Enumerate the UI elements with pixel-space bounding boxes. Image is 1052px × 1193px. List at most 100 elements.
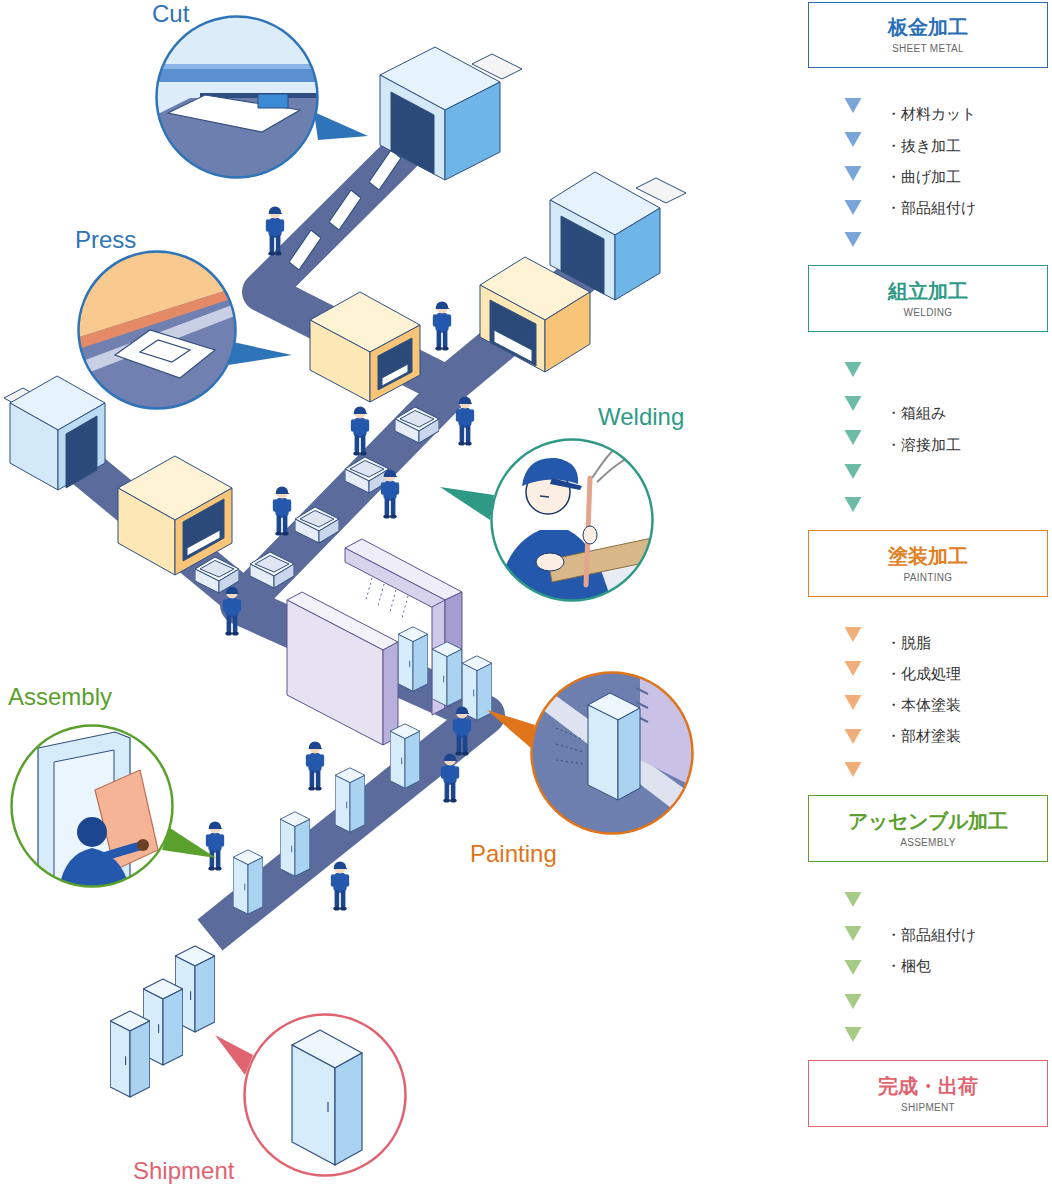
cutting-closeup — [150, 64, 330, 82]
assembly-closeup — [137, 839, 149, 851]
parts-on-belt — [295, 507, 339, 543]
cutting-machine — [615, 208, 660, 300]
cutting-machine — [445, 82, 500, 180]
cutting-closeup — [168, 95, 300, 132]
callout-outline — [530, 671, 694, 835]
spray-mist — [378, 584, 384, 606]
callout-pointer — [162, 828, 216, 858]
flow-arrow — [853, 332, 854, 530]
painting-closeup — [530, 670, 700, 840]
welding-closeup — [488, 430, 660, 606]
press-machine — [175, 488, 232, 575]
worker — [441, 753, 459, 802]
worker — [456, 396, 474, 445]
shipment-closeup — [335, 1053, 362, 1165]
parts-on-belt — [289, 230, 321, 270]
painting-closeup — [556, 744, 584, 752]
parts-on-belt — [395, 407, 439, 443]
press-machine — [118, 456, 232, 575]
press-closeup — [115, 330, 215, 378]
parts-on-belt — [250, 552, 294, 588]
press-machine — [545, 292, 590, 372]
shipment-closeup — [243, 1013, 408, 1178]
process-subtitle: ASSEMBLY — [900, 837, 956, 849]
parts-on-belt — [329, 190, 361, 230]
parts-on-belt — [369, 150, 401, 190]
cabinet — [390, 724, 420, 788]
cabinet — [110, 1011, 150, 1097]
welding-closeup — [592, 430, 648, 478]
worker — [223, 586, 241, 635]
painting-closeup — [556, 728, 584, 764]
assembly-closeup — [95, 770, 158, 870]
shipment-closeup — [243, 1013, 408, 1178]
cabinet — [233, 850, 263, 914]
assembly-closeup — [10, 724, 175, 900]
cutting-machine — [380, 47, 522, 180]
welding-closeup — [540, 496, 549, 497]
callout-label: Painting — [470, 840, 557, 868]
cutting-closeup — [150, 64, 330, 69]
cutting-machine — [66, 416, 97, 488]
step-item: ・溶接加工 — [886, 435, 961, 455]
press-closeup — [70, 248, 240, 413]
painting-booth — [287, 539, 462, 745]
cabinet — [335, 768, 365, 832]
worker — [453, 706, 471, 755]
step-item: ・部材塗装 — [886, 726, 961, 746]
process-title: 組立加工 — [888, 279, 968, 303]
callout-pointer — [215, 1035, 253, 1075]
callout-pointer — [314, 112, 368, 140]
cutting-machine — [391, 92, 434, 174]
cutting-closeup — [150, 10, 330, 190]
callout-ring — [157, 17, 318, 178]
process-title: 完成・出荷 — [878, 1074, 978, 1098]
shipment-closeup — [327, 1102, 328, 1112]
callout-pointer — [487, 710, 535, 748]
step-item: ・梱包 — [886, 956, 931, 976]
press-machine — [494, 330, 532, 362]
step-item: ・化成処理 — [886, 664, 961, 684]
callout-circle: Painting — [530, 671, 694, 835]
process-box: 板金加工 SHEET METAL — [808, 2, 1048, 68]
press-machine — [490, 300, 536, 366]
process-subtitle: SHIPMENT — [901, 1102, 955, 1114]
cabinet — [432, 642, 462, 706]
cabinet — [398, 627, 428, 691]
callout-ring — [12, 726, 173, 887]
cutting-machine — [58, 403, 105, 490]
process-subtitle: SHEET METAL — [892, 43, 964, 55]
process-title: 板金加工 — [888, 15, 968, 39]
press-machine — [310, 320, 370, 402]
flow-arrow — [853, 597, 854, 795]
painting-closeup — [588, 705, 618, 800]
callout-circle: Shipment — [243, 1013, 407, 1177]
press-machine — [187, 530, 220, 556]
painting-closeup — [556, 728, 584, 740]
press-machine — [370, 325, 420, 402]
painting-closeup — [556, 760, 584, 764]
step-item: ・本体塗装 — [886, 695, 961, 715]
cutting-closeup — [150, 10, 330, 190]
press-machine — [480, 285, 545, 372]
callout-ring — [532, 673, 693, 834]
painting-closeup — [618, 708, 640, 800]
step-item: ・箱組み — [886, 403, 946, 423]
cutting-machine — [380, 75, 445, 180]
callout-pointer — [228, 342, 292, 365]
worker — [306, 741, 324, 790]
welding-closeup — [536, 553, 564, 571]
painting-closeup — [640, 670, 700, 790]
step-item: ・材料カット — [886, 104, 976, 124]
cutting-closeup — [258, 94, 288, 108]
cutting-machine — [550, 172, 686, 300]
callout-ring — [245, 1015, 406, 1176]
assembly-closeup — [77, 817, 107, 847]
welding-closeup — [522, 458, 578, 486]
painting-booth — [345, 548, 445, 614]
step-item: ・部品組付け — [886, 198, 976, 218]
